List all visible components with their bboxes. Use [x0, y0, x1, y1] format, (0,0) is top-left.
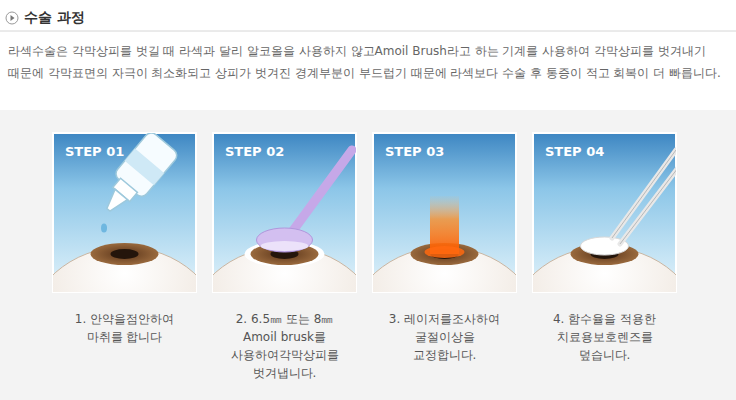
iris — [411, 243, 479, 265]
epithelium-ring — [245, 241, 325, 267]
pupil — [111, 249, 139, 259]
iris — [91, 243, 159, 265]
step-card — [507, 133, 703, 400]
step-card — [27, 130, 223, 400]
step-panel: STEP 03 3. 레이저를조사하여 굴절이상을 교정합니다. — [373, 133, 516, 395]
drop — [101, 224, 107, 233]
step-number: STEP 01 — [53, 133, 124, 159]
step-number: STEP 02 — [213, 133, 284, 159]
brush-head — [257, 228, 313, 252]
step-panel: STEP 02 2. 6.5㎜ 또는 8㎜ Amoil brusk를 사용하여각막… — [213, 133, 356, 395]
step-panel: STEP 01 1. 안약을점안하여 마취를 합니다 — [53, 133, 196, 395]
step-number: STEP 04 — [533, 133, 604, 159]
step-card — [187, 133, 383, 400]
intro-paragraph: 라섹수술은 각막상피를 벗길 때 라섹과 달리 알코올을 사용하지 않고Amoi… — [8, 40, 728, 84]
step-card — [347, 133, 543, 400]
tweezers — [612, 150, 676, 244]
step-caption: 3. 레이저를조사하여 굴절이상을 교정합니다. — [389, 310, 501, 364]
brush-handle — [292, 150, 352, 232]
step-caption: 1. 안약을점안하여 마취를 합니다 — [69, 310, 181, 346]
eyeball — [373, 247, 516, 292]
step-number: STEP 03 — [373, 133, 444, 159]
step-caption: 2. 6.5㎜ 또는 8㎜ Amoil brusk를 사용하여각막상피를 벗겨냅… — [229, 310, 341, 382]
header-rule — [0, 31, 736, 32]
brush-bristles — [261, 241, 309, 251]
panel-ground — [0, 110, 736, 400]
eyeball — [213, 247, 356, 292]
section-title: 수술 과정 — [24, 9, 85, 27]
eyeball — [53, 247, 196, 292]
step-panel: STEP 04 4. 함수율을 적용한 치료용보호렌즈를 덮습니다. — [533, 133, 676, 395]
step-caption: 4. 함수율을 적용한 치료용보호렌즈를 덮습니다. — [549, 310, 661, 364]
laser-beam — [430, 196, 459, 254]
laser-spot — [425, 246, 465, 258]
header-icon — [6, 12, 18, 24]
